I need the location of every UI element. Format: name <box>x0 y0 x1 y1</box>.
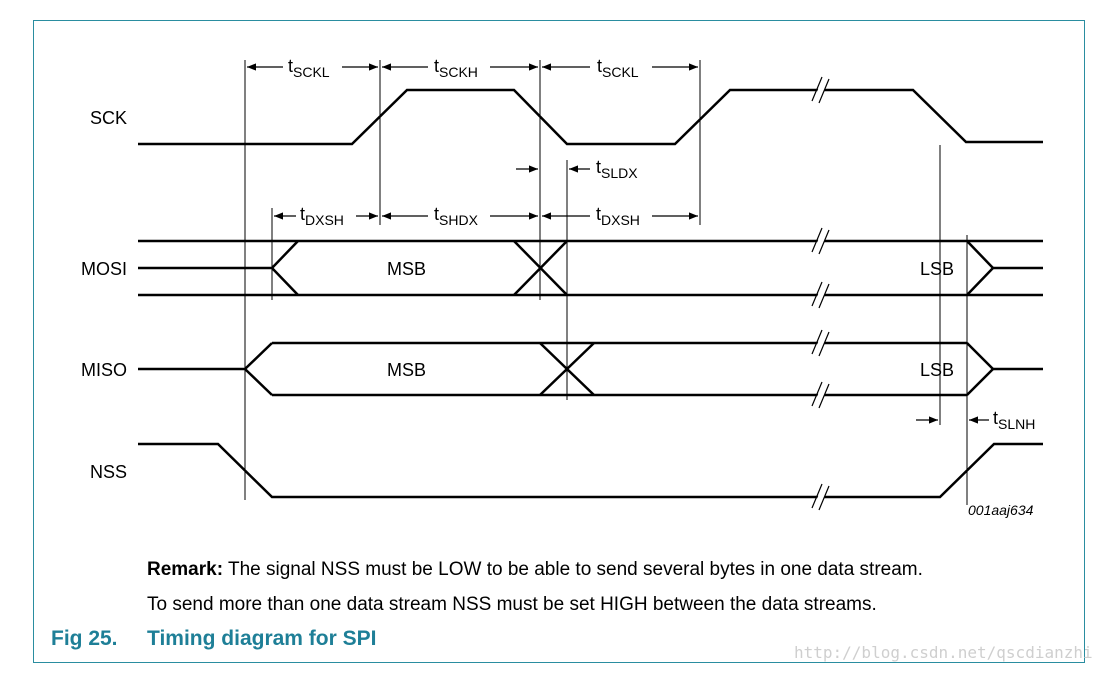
mosi-msb-label: MSB <box>387 259 426 279</box>
break-marks <box>813 76 829 511</box>
timing-label-sckh: tSCKH <box>434 56 478 80</box>
remark-line-2: To send more than one data stream NSS mu… <box>147 594 877 615</box>
timing-label-sldx: tSLDX <box>596 157 638 181</box>
mosi-waveform <box>138 239 1043 297</box>
remark-bold-label: Remark: <box>147 559 224 580</box>
nss-waveform <box>138 442 1043 499</box>
figure-frame <box>33 20 1085 663</box>
miso-msb-label: MSB <box>387 360 426 380</box>
mosi-lsb-label: LSB <box>920 259 954 279</box>
signal-label-sck: SCK <box>90 108 127 128</box>
signal-label-mosi: MOSI <box>81 259 127 279</box>
remark-line-1: The signal NSS must be LOW to be able to… <box>223 559 923 580</box>
miso-lsb-label: LSB <box>920 360 954 380</box>
timing-label-sckl-1: tSCKL <box>288 56 330 80</box>
signal-label-miso: MISO <box>81 360 127 380</box>
timing-label-shdx: tSHDX <box>434 204 479 228</box>
timing-label-slnh: tSLNH <box>993 408 1035 432</box>
timing-label-sckl-2: tSCKL <box>597 56 639 80</box>
remark-text: Remark: The signal NSS must be LOW to be… <box>147 552 923 622</box>
sck-waveform <box>138 88 1043 146</box>
figure-caption: Fig 25. Timing diagram for SPI <box>51 627 376 651</box>
signal-label-nss: NSS <box>90 462 127 482</box>
dimension-arrows <box>247 63 989 424</box>
break-marks-lines <box>811 76 830 511</box>
figure-title: Timing diagram for SPI <box>147 627 377 650</box>
vertical-guides <box>244 60 968 505</box>
figure-number: Fig 25. <box>51 627 118 650</box>
timing-label-dxsh-2: tDXSH <box>596 204 640 228</box>
watermark-url: http://blog.csdn.net/qscdianzhi <box>794 643 1093 662</box>
miso-waveform <box>138 341 1043 397</box>
figure-code: 001aaj634 <box>968 502 1034 518</box>
timing-label-dxsh-1: tDXSH <box>300 204 344 228</box>
